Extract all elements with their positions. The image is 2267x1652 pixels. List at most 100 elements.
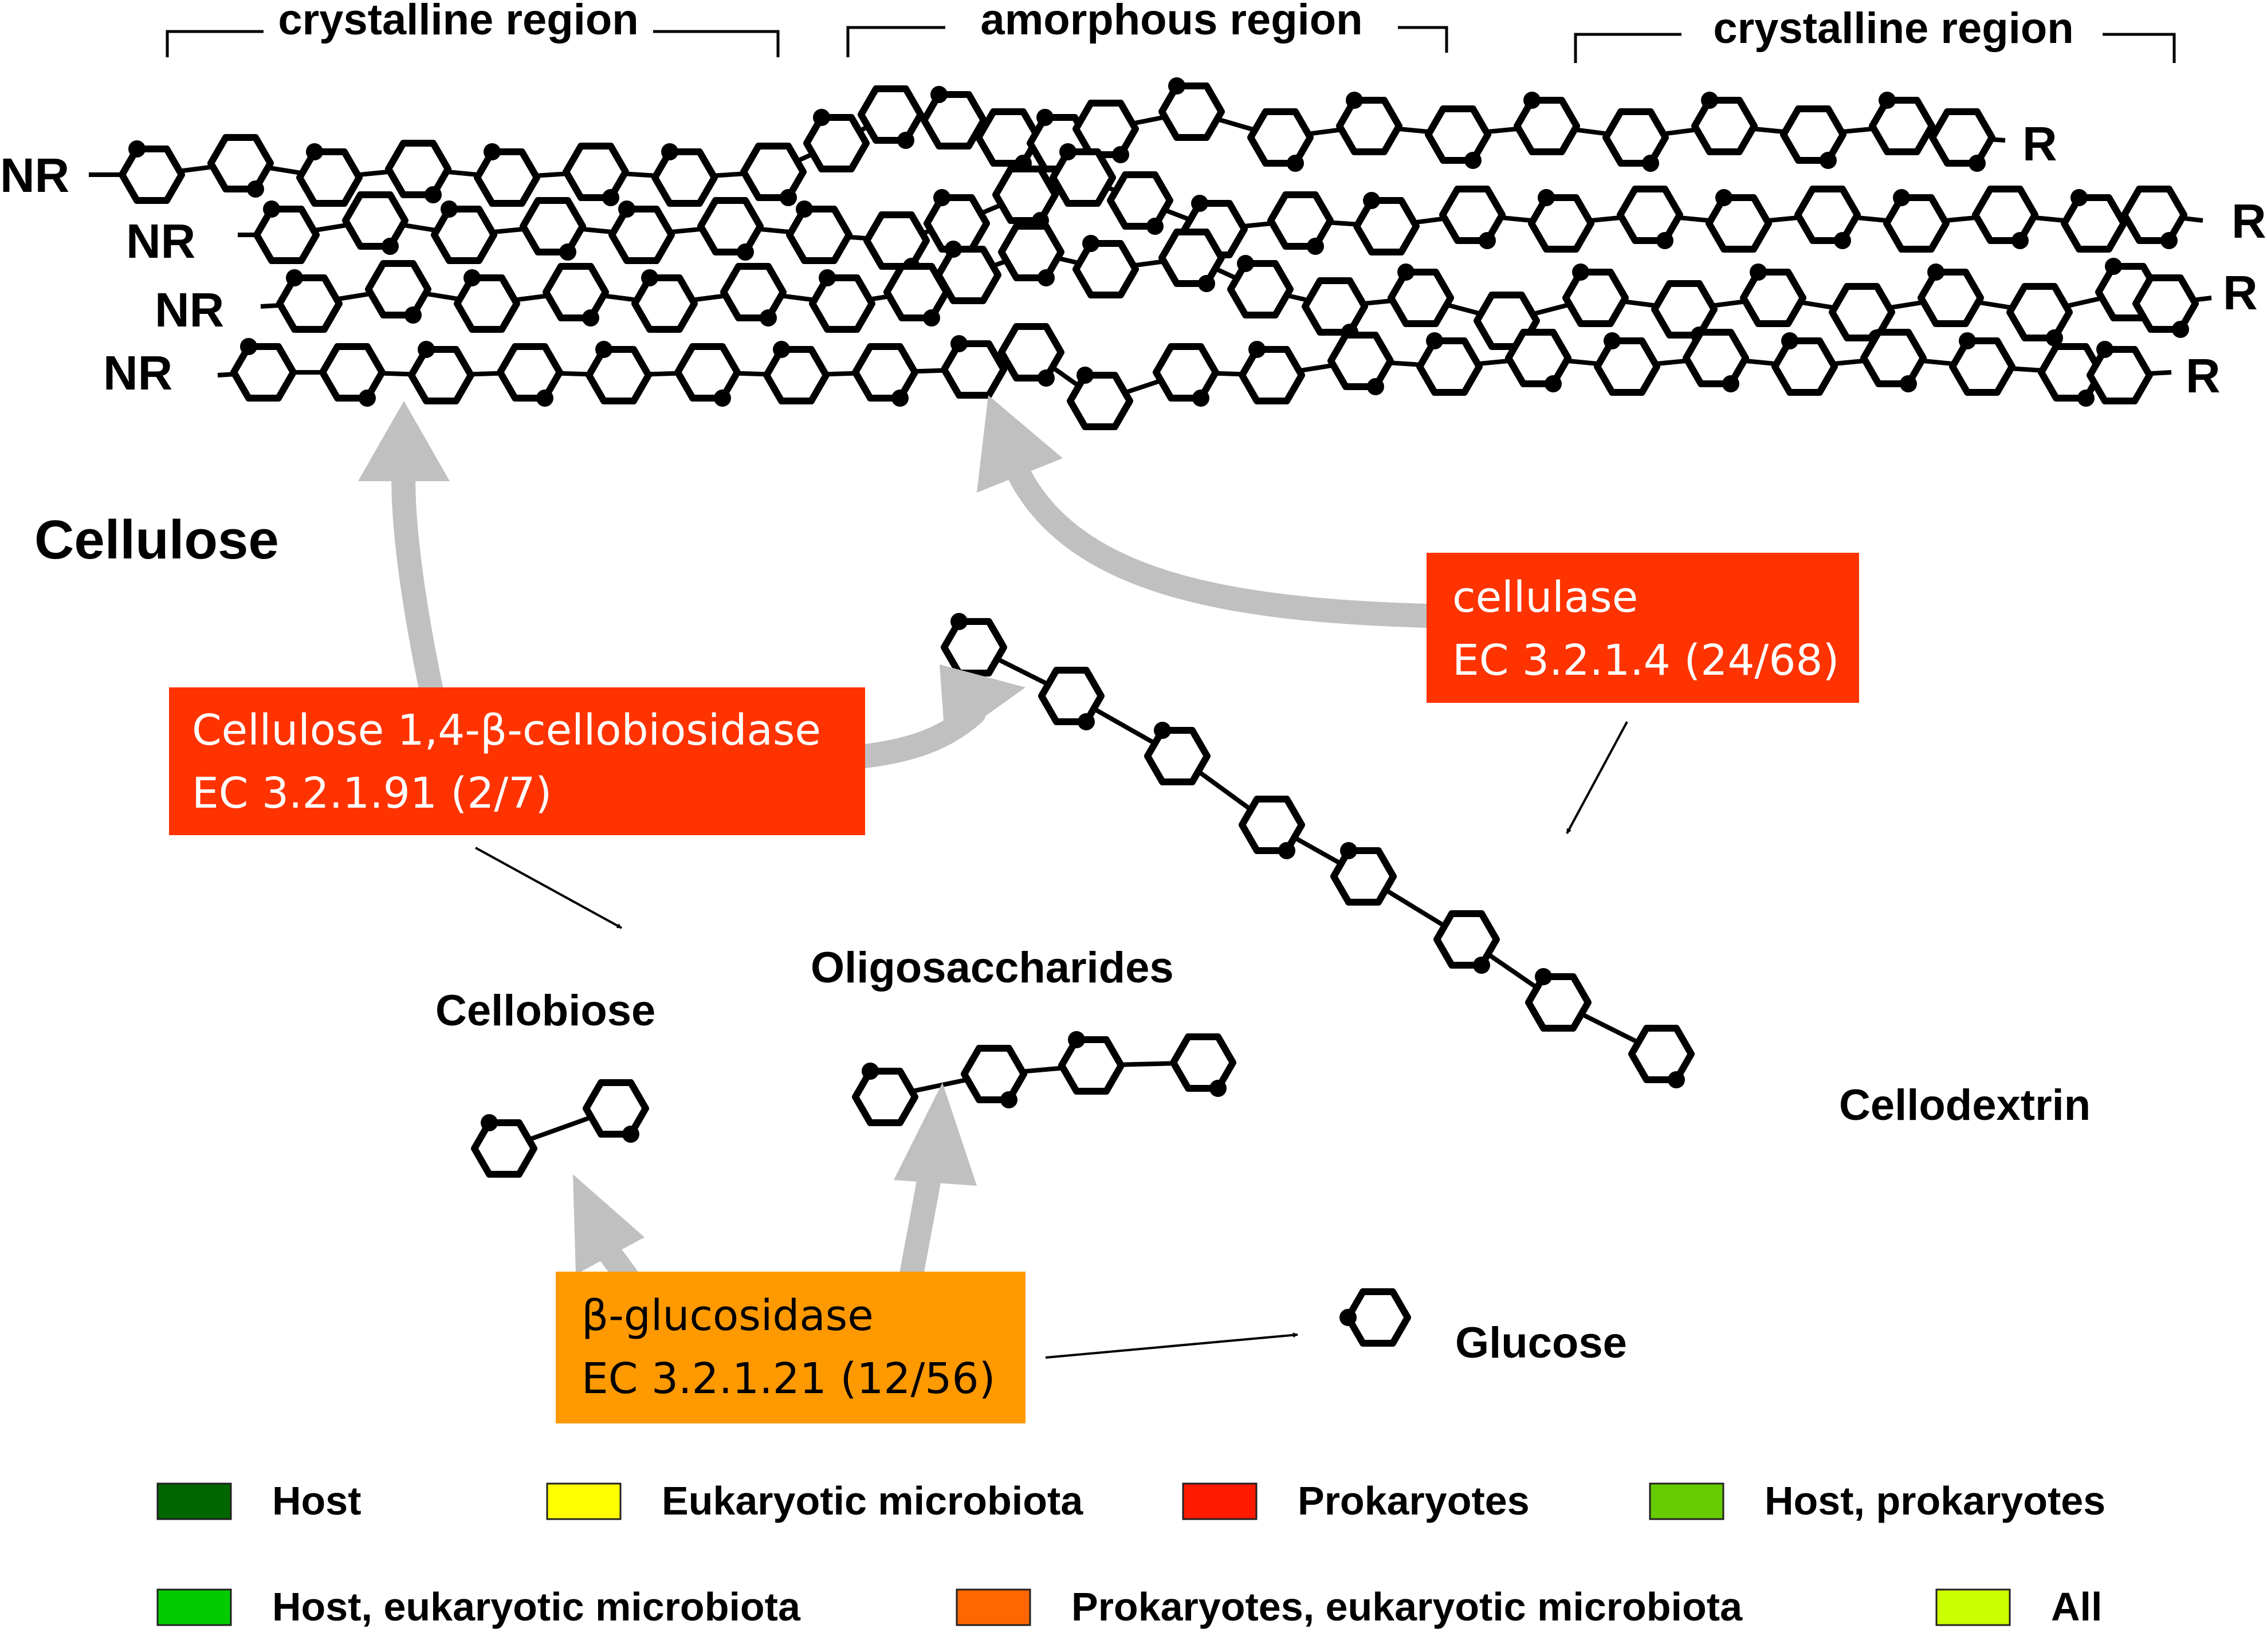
strand-4-ring-8 <box>852 343 918 407</box>
ring-substituent <box>1068 1031 1085 1048</box>
bracket-crystalline-right <box>1574 33 2176 63</box>
strand-4-ring-19 <box>1771 332 1838 396</box>
ring-substituent <box>128 140 146 158</box>
ring-substituent <box>595 341 612 358</box>
grey-arrowhead-cellulose-left <box>358 401 450 481</box>
ring-substituent <box>559 243 576 261</box>
ring-outline <box>563 143 629 201</box>
cellodextrin-ring-7 <box>1525 968 1592 1032</box>
ring-outline <box>1050 148 1116 207</box>
ring-substituent <box>1927 263 1944 281</box>
strand-3-ring-8 <box>883 263 950 327</box>
legend-label: Eukaryotic microbiota <box>662 1478 1083 1523</box>
ring-substituent <box>1036 109 1054 126</box>
ring-substituent <box>1191 195 1208 212</box>
legend-swatch <box>1182 1482 1258 1520</box>
legend-item-1: Host <box>156 1478 362 1523</box>
strand-3-ring-2 <box>365 260 431 324</box>
ring-substituent <box>2105 258 2122 275</box>
ring-outline <box>1883 194 1950 253</box>
ring-substituent <box>923 309 940 327</box>
strand-4-ring-23 <box>2087 341 2153 404</box>
legend-swatch <box>156 1482 232 1520</box>
strand-3-ring-3 <box>454 269 520 333</box>
ring-substituent <box>813 109 830 126</box>
ring-substituent <box>1168 77 1185 95</box>
strand-1-ring-16 <box>1247 108 1314 172</box>
ring-outline <box>1780 105 1846 164</box>
arrow-to-glucose <box>1045 1332 1298 1359</box>
strand-1-ring-5 <box>474 143 540 207</box>
grey-arrow-cellobiosidase-to-cellulose <box>391 452 445 708</box>
ring-substituent <box>1668 1071 1685 1088</box>
strand-1-nonreducing-end: NR <box>0 148 69 202</box>
oligosaccharides-ring-4 <box>1170 1033 1236 1097</box>
ring-outline <box>1562 269 1629 327</box>
strand-1-ring-24 <box>1929 108 1995 172</box>
ring-outline <box>740 143 807 201</box>
enzyme-box-cellulase-bg <box>1427 553 1859 703</box>
strand-4-ring-16 <box>1505 329 1571 392</box>
ring-substituent <box>404 306 422 324</box>
ring-outline <box>1425 105 1491 164</box>
ring-substituent <box>1572 263 1589 281</box>
ring-substituent <box>1479 232 1496 249</box>
ring-substituent <box>891 390 909 407</box>
ring-outline <box>253 206 320 264</box>
ring-outline <box>1330 847 1397 906</box>
strand-3-ring-21 <box>1918 263 1984 327</box>
strand-2-ring-12 <box>1107 171 1173 235</box>
ring-substituent <box>359 390 376 407</box>
strand-4-ring-6 <box>674 343 741 407</box>
ring-substituent <box>2077 390 2095 407</box>
grey-arrowhead-cellulose-center <box>977 395 1063 493</box>
ring-outline <box>1388 269 1454 327</box>
strand-3-ring-10 <box>998 223 1064 286</box>
cellodextrin-ring-4 <box>1239 796 1305 859</box>
ring-substituent <box>950 613 968 630</box>
cellobiose-ring-1 <box>471 1114 537 1178</box>
ring-outline <box>786 206 852 264</box>
ring-outline <box>998 323 1064 381</box>
ring-substituent <box>1112 146 1129 163</box>
enzyme-name-cellulase: cellulase <box>1452 573 1638 622</box>
ring-substituent <box>950 335 968 352</box>
ring-outline <box>1869 97 1935 155</box>
ring-substituent <box>1656 232 1673 249</box>
ring-substituent <box>1604 332 1621 349</box>
ring-substituent <box>1038 269 1055 286</box>
strand-3-ring-6 <box>720 263 787 327</box>
arrow-to-cellobiose <box>475 847 622 929</box>
strand-4-ring-14 <box>1327 332 1394 395</box>
ring-outline <box>2132 274 2199 333</box>
strand-3-ring-11 <box>1072 235 1139 298</box>
strand-2-ring-11 <box>1050 143 1116 207</box>
ring-outline <box>1740 269 1806 327</box>
bracket-amorphous <box>846 26 1448 57</box>
strand-1-ring-21 <box>1691 92 1758 155</box>
ring-substituent <box>1192 390 1209 407</box>
strand-4-ring-22 <box>2038 343 2104 407</box>
strand-1-ring-3 <box>296 143 363 207</box>
cellulose-chains <box>89 77 2212 1347</box>
ring-outline <box>1929 108 1995 167</box>
ring-substituent <box>484 143 501 160</box>
ring-outline <box>1416 337 1483 396</box>
oligosaccharides-backbone <box>885 1060 1204 1099</box>
ring-substituent <box>622 1126 639 1143</box>
legend-item-6: Prokaryotes, eukaryotic microbiota <box>956 1584 1743 1629</box>
legend-swatch <box>546 1482 622 1520</box>
ring-substituent <box>1879 92 1896 109</box>
ring-outline <box>720 263 787 321</box>
legend-label: Prokaryotes, eukaryotic microbiota <box>1071 1584 1743 1629</box>
strand-1-ring-11 <box>921 86 987 150</box>
enzyme-name-glucosidase: β-glucosidase <box>582 1291 874 1340</box>
ring-outline <box>431 206 497 264</box>
strand-3-ring-17 <box>1562 263 1629 327</box>
ring-outline <box>608 206 675 264</box>
ring-substituent <box>2096 341 2113 358</box>
cellodextrin-ring-2 <box>1038 667 1105 730</box>
strand-2-ring-6 <box>697 197 764 261</box>
strand-1-ring-7 <box>651 143 718 207</box>
